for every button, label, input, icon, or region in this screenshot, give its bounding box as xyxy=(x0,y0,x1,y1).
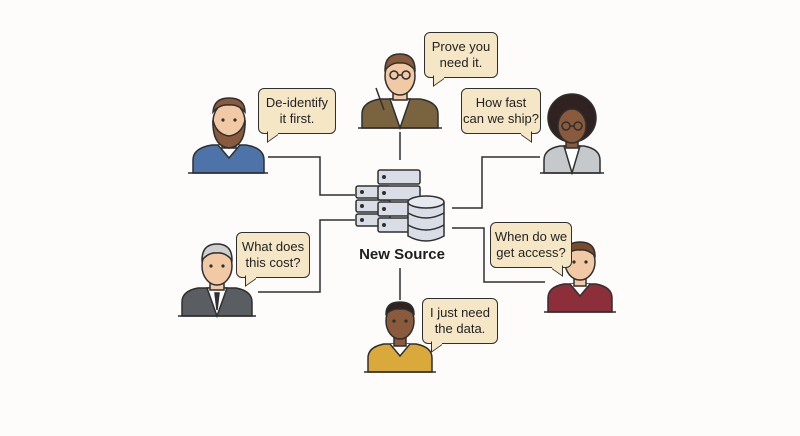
connectors xyxy=(258,132,545,300)
speech-bubble-finance: What does this cost? xyxy=(236,232,310,278)
speech-bubble-product: How fast can we ship? xyxy=(461,88,541,134)
speech-bubble-privacy: De-identify it first. xyxy=(258,88,336,134)
speech-bubble-skeptic: Prove you need it. xyxy=(424,32,498,78)
person-product-avatar xyxy=(540,93,604,176)
center-label: New Source xyxy=(359,246,445,263)
connector-finance xyxy=(258,219,355,293)
person-finance-avatar xyxy=(178,243,256,319)
connector-privacy xyxy=(268,156,355,196)
person-privacy-avatar xyxy=(188,97,268,174)
speech-bubble-engineer: When do we get access? xyxy=(490,222,572,268)
speech-bubble-analyst: I just need the data. xyxy=(422,298,498,344)
person-skeptic-avatar xyxy=(358,53,442,131)
person-engineer-avatar xyxy=(544,241,616,313)
person-analyst-avatar xyxy=(364,301,436,373)
connector-product xyxy=(452,156,540,209)
server-database-icon xyxy=(355,169,445,242)
connector-engineer xyxy=(452,227,545,283)
